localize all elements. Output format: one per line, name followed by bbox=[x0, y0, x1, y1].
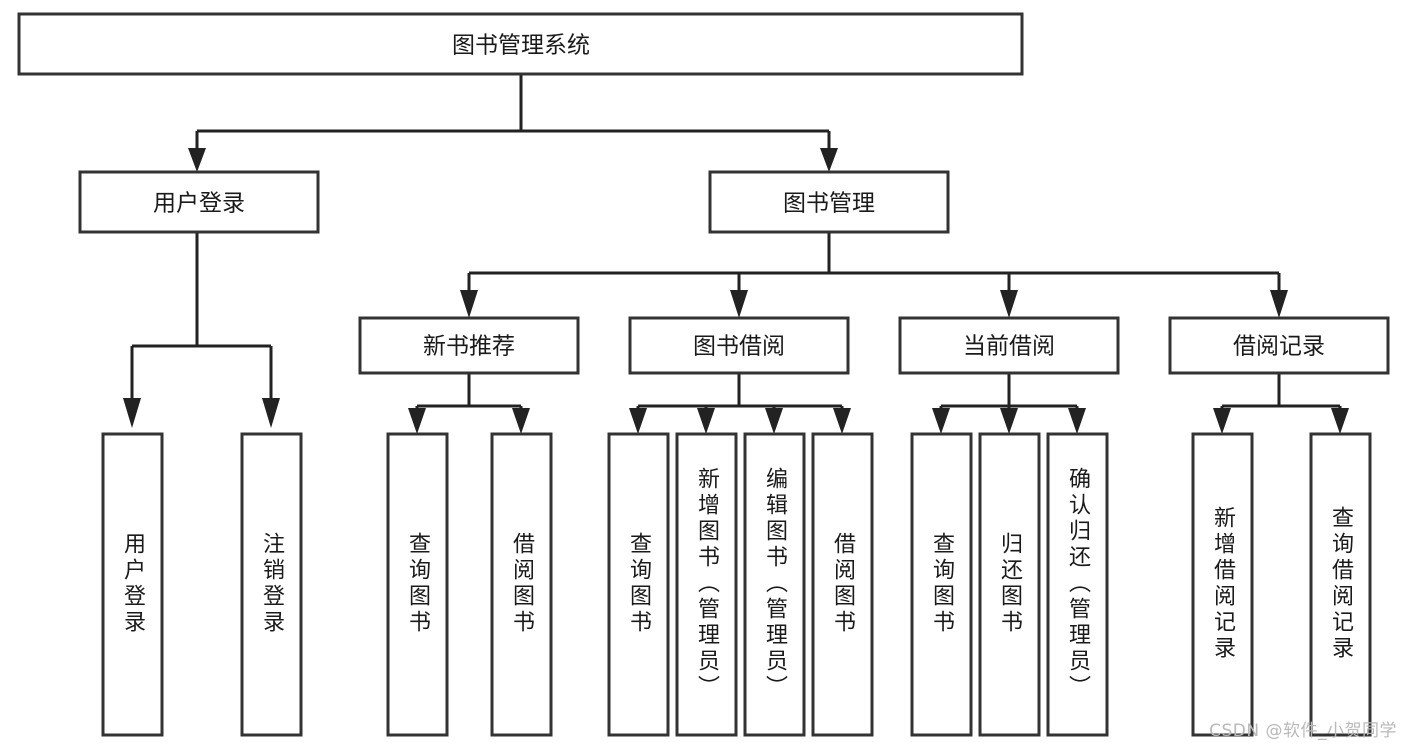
arrowhead-leaf-add-book bbox=[697, 408, 715, 434]
node-leaf-logout-login[interactable]: 注销登录 bbox=[240, 432, 303, 737]
connector-group-new-book-recommend bbox=[408, 373, 530, 434]
arrowhead-leaf-query-book-1 bbox=[408, 408, 426, 434]
node-leaf-query-book-2-box[interactable] bbox=[607, 432, 670, 737]
node-leaf-add-record[interactable]: 新增借阅记录 bbox=[1191, 432, 1254, 737]
node-root[interactable]: 图书管理系统 bbox=[17, 12, 1024, 76]
node-borrow-record-box[interactable] bbox=[1168, 316, 1390, 375]
node-leaf-user-login-label: 用户登录 bbox=[120, 532, 146, 636]
node-leaf-query-book-3-label: 查询图书 bbox=[929, 532, 955, 636]
arrowhead-leaf-query-book-2 bbox=[629, 408, 647, 434]
node-root-box[interactable] bbox=[17, 12, 1024, 76]
node-leaf-query-book-2[interactable]: 查询图书 bbox=[607, 432, 670, 737]
arrowhead-leaf-query-book-3 bbox=[932, 408, 950, 434]
node-leaf-edit-book[interactable]: 编辑图书（管理员） bbox=[743, 432, 806, 737]
node-leaf-return-book[interactable]: 归还图书 bbox=[978, 432, 1041, 737]
node-book-management-label: 图书管理 bbox=[783, 191, 875, 217]
node-leaf-confirm-return-box[interactable] bbox=[1046, 432, 1109, 737]
node-root-label: 图书管理系统 bbox=[452, 33, 590, 59]
arrowhead-leaf-borrow-book-1 bbox=[512, 408, 530, 434]
node-current-borrow[interactable]: 当前借阅 bbox=[898, 316, 1120, 375]
node-leaf-confirm-return-label: 确认归还（管理员） bbox=[1065, 467, 1091, 701]
node-leaf-query-record[interactable]: 查询借阅记录 bbox=[1309, 432, 1372, 737]
node-leaf-add-record-box[interactable] bbox=[1191, 432, 1254, 737]
arrowhead-new-book-recommend bbox=[460, 290, 478, 318]
arrowhead-leaf-borrow-book-2 bbox=[833, 408, 851, 434]
node-leaf-query-book-1-box[interactable] bbox=[386, 432, 449, 737]
arrowhead-book-borrow bbox=[730, 290, 748, 318]
node-leaf-query-record-box[interactable] bbox=[1309, 432, 1372, 737]
node-current-borrow-label: 当前借阅 bbox=[963, 334, 1055, 360]
connector-group-current-borrow bbox=[932, 373, 1086, 434]
node-leaf-query-record-label: 查询借阅记录 bbox=[1328, 506, 1354, 662]
node-leaf-borrow-book-1-label: 借阅图书 bbox=[509, 532, 535, 636]
node-leaf-add-book[interactable]: 新增图书（管理员） bbox=[675, 432, 738, 737]
node-book-borrow[interactable]: 图书借阅 bbox=[628, 316, 850, 375]
connector-group-book-borrow bbox=[629, 373, 851, 434]
node-leaf-user-login-box[interactable] bbox=[101, 432, 164, 737]
node-leaf-user-login[interactable]: 用户登录 bbox=[101, 432, 164, 737]
node-current-borrow-box[interactable] bbox=[898, 316, 1120, 375]
connector-group-root bbox=[188, 74, 838, 172]
node-new-book-recommend-label: 新书推荐 bbox=[423, 334, 515, 360]
connector-group-user-login bbox=[123, 232, 280, 428]
node-user-login-box[interactable] bbox=[78, 170, 320, 234]
node-leaf-return-book-label: 归还图书 bbox=[997, 532, 1023, 636]
node-leaf-borrow-book-2-label: 借阅图书 bbox=[830, 532, 856, 636]
node-leaf-borrow-book-2[interactable]: 借阅图书 bbox=[811, 432, 874, 737]
arrowhead-borrow-record bbox=[1270, 290, 1288, 318]
arrowhead-leaf-add-record bbox=[1213, 408, 1231, 434]
arrowhead-current-borrow bbox=[1000, 290, 1018, 318]
node-leaf-confirm-return[interactable]: 确认归还（管理员） bbox=[1046, 432, 1109, 737]
node-leaf-query-book-2-label: 查询图书 bbox=[626, 532, 652, 636]
node-leaf-add-book-box[interactable] bbox=[675, 432, 738, 737]
node-leaf-return-book-box[interactable] bbox=[978, 432, 1041, 737]
node-user-login[interactable]: 用户登录 bbox=[78, 170, 320, 234]
node-leaf-query-book-3-box[interactable] bbox=[910, 432, 973, 737]
node-leaf-borrow-book-1-box[interactable] bbox=[490, 432, 553, 737]
node-book-borrow-box[interactable] bbox=[628, 316, 850, 375]
node-leaf-borrow-book-2-box[interactable] bbox=[811, 432, 874, 737]
arrowhead-leaf-return-book bbox=[1000, 408, 1018, 434]
connector-group-book-management bbox=[460, 232, 1288, 318]
node-leaf-query-book-1-label: 查询图书 bbox=[405, 532, 431, 636]
node-book-borrow-label: 图书借阅 bbox=[693, 334, 785, 360]
arrowhead-leaf-query-record bbox=[1331, 408, 1349, 434]
arrowhead-user-login bbox=[188, 148, 206, 172]
arrowhead-leaf-user-login bbox=[123, 398, 141, 428]
node-borrow-record[interactable]: 借阅记录 bbox=[1168, 316, 1390, 375]
node-leaf-edit-book-box[interactable] bbox=[743, 432, 806, 737]
node-user-login-label: 用户登录 bbox=[153, 191, 245, 217]
node-borrow-record-label: 借阅记录 bbox=[1233, 334, 1325, 360]
arrowhead-leaf-edit-book bbox=[765, 408, 783, 434]
node-new-book-recommend-box[interactable] bbox=[358, 316, 580, 375]
node-leaf-query-book-1[interactable]: 查询图书 bbox=[386, 432, 449, 737]
node-leaf-add-record-label: 新增借阅记录 bbox=[1210, 506, 1236, 662]
arrowhead-leaf-confirm-return bbox=[1068, 408, 1086, 434]
node-book-management[interactable]: 图书管理 bbox=[708, 170, 950, 234]
node-book-management-box[interactable] bbox=[708, 170, 950, 234]
node-leaf-edit-book-label: 编辑图书（管理员） bbox=[762, 467, 788, 701]
arrowhead-leaf-logout-login bbox=[262, 398, 280, 428]
node-leaf-borrow-book-1[interactable]: 借阅图书 bbox=[490, 432, 553, 737]
node-leaf-logout-login-label: 注销登录 bbox=[259, 532, 285, 636]
connector-group-borrow-record bbox=[1213, 373, 1349, 434]
node-new-book-recommend[interactable]: 新书推荐 bbox=[358, 316, 580, 375]
node-leaf-add-book-label: 新增图书（管理员） bbox=[694, 467, 720, 701]
arrowhead-book-management bbox=[820, 148, 838, 172]
node-leaf-query-book-3[interactable]: 查询图书 bbox=[910, 432, 973, 737]
node-leaf-logout-login-box[interactable] bbox=[240, 432, 303, 737]
